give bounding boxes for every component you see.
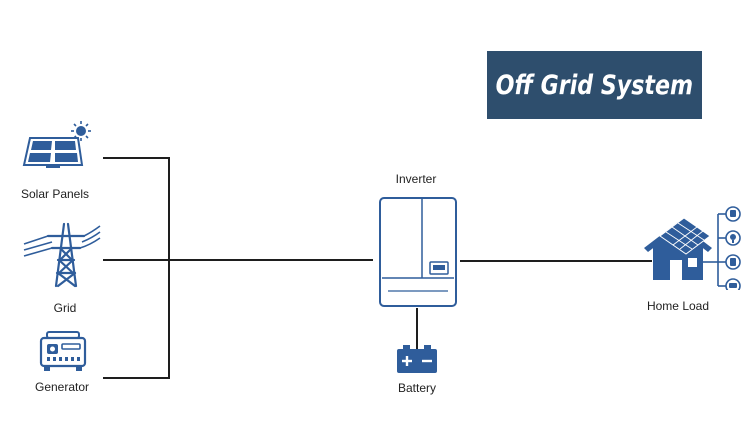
wire-generator bbox=[103, 377, 170, 379]
label-inverter: Inverter bbox=[395, 172, 437, 186]
label-battery: Battery bbox=[397, 381, 436, 395]
wire-inverter-to-home bbox=[460, 260, 652, 262]
grid-tower-icon bbox=[23, 222, 101, 288]
solar-panel-icon bbox=[22, 121, 91, 168]
generator-icon bbox=[39, 331, 87, 371]
label-home-load: Home Load bbox=[646, 299, 710, 313]
title-text: Off Grid System bbox=[495, 69, 694, 101]
label-solar-panels: Solar Panels bbox=[20, 187, 90, 201]
label-generator: Generator bbox=[34, 380, 90, 394]
label-grid: Grid bbox=[53, 301, 77, 315]
inverter-icon bbox=[379, 197, 457, 307]
wire-inverter-to-battery bbox=[416, 308, 418, 350]
home-load-icon bbox=[644, 206, 741, 290]
wire-grid-to-inverter bbox=[103, 259, 373, 261]
title-banner: Off Grid System bbox=[487, 51, 702, 119]
wire-solar bbox=[103, 157, 170, 159]
wire-bus bbox=[168, 157, 170, 379]
battery-icon bbox=[397, 345, 437, 373]
